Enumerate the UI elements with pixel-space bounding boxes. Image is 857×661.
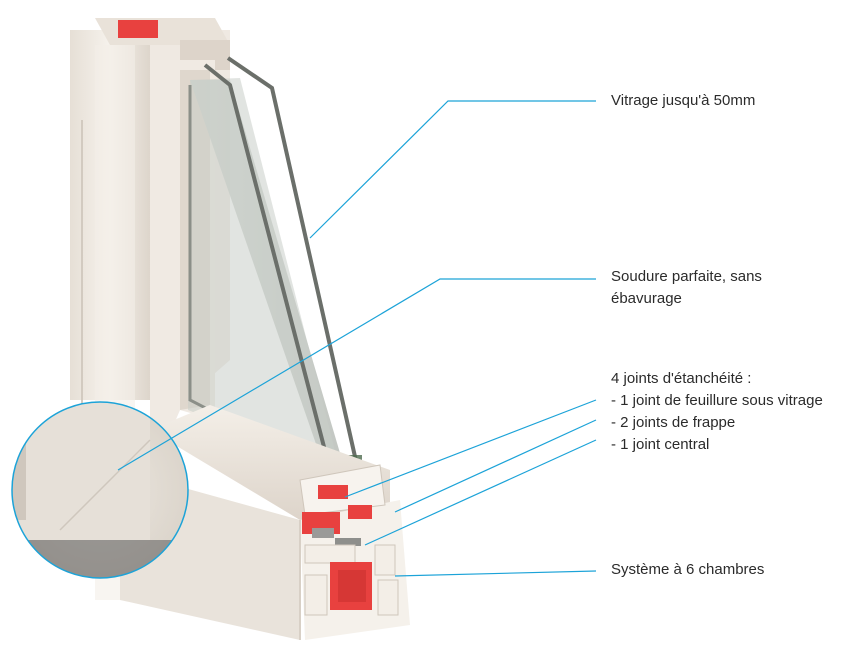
leader-seal-frappe [394, 419, 597, 513]
callout-seals-list: - 1 joint de feuillure sous vitrage - 2 … [611, 390, 823, 456]
rebate-seal [318, 485, 348, 499]
callout-chambers-text: Système à 6 chambres [611, 561, 765, 578]
seal-item-central: - 1 joint central [611, 436, 710, 453]
callout-weld-line2: ébavurage [611, 290, 682, 307]
callout-glazing-text: Vitrage jusqu'à 50mm [611, 92, 756, 109]
callout-seals-heading: 4 joints d'étanchéité : [611, 370, 752, 387]
leader-seal-rebate [344, 399, 597, 498]
callout-weld-line1: Soudure parfaite, sans [611, 268, 762, 285]
frappe-seal-2 [348, 505, 372, 519]
profile-cross-section [299, 464, 399, 640]
callout-weld: Soudure parfaite, sans ébavurage [611, 266, 762, 310]
callout-glazing: Vitrage jusqu'à 50mm [611, 90, 755, 112]
leader-weld [117, 278, 596, 471]
leader-glazing [309, 100, 596, 239]
callout-seals: 4 joints d'étanchéité : - 1 joint de feu… [611, 368, 823, 456]
leader-lines [117, 100, 597, 577]
seal-item-frappe: - 2 joints de frappe [611, 414, 736, 431]
leader-chambers [394, 570, 597, 577]
leader-seal-central [364, 439, 597, 546]
seal-item-rebate: - 1 joint de feuillure sous vitrage [611, 392, 823, 409]
top-seal [118, 20, 158, 38]
callout-chambers: Système à 6 chambres [611, 559, 764, 581]
